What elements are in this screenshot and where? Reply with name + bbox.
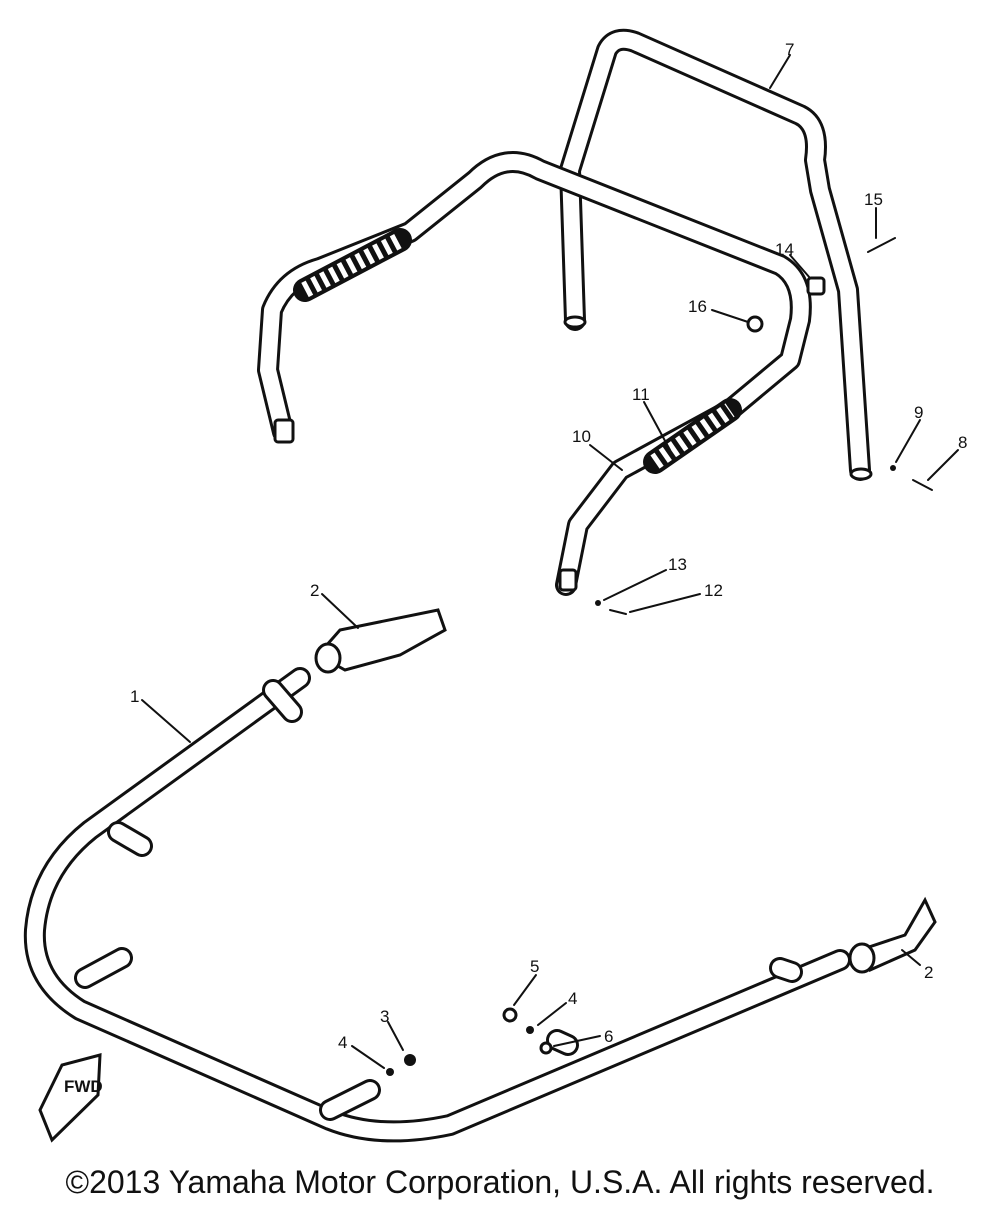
main-frame-tube [23,667,851,1143]
callout-1: 1 [130,687,139,706]
callout-13: 13 [668,555,687,574]
washer-6 [539,1041,553,1055]
nut-5 [502,1007,518,1023]
nut-3 [404,1054,416,1066]
fwd-label: FWD [64,1077,103,1096]
leader-lines [141,54,959,1069]
callout-14: 14 [775,240,794,259]
copyright-notice: ©2013 Yamaha Motor Corporation, U.S.A. A… [65,1164,935,1200]
callout-10: 10 [572,427,591,446]
nut-16 [746,315,764,333]
callout-3: 3 [380,1007,389,1026]
grip-left [293,228,412,302]
callout-numbers: 1 2 2 3 4 4 5 6 7 8 9 10 11 12 13 14 15 … [130,40,967,1052]
bolt-12 [609,609,627,615]
end-cap-lower [848,896,937,974]
washer-13 [595,600,601,606]
callout-6: 6 [604,1027,613,1046]
washer-4b [526,1026,534,1034]
callout-12: 12 [704,581,723,600]
bolt-15 [867,237,896,253]
callout-16: 16 [688,297,707,316]
callout-15: 15 [864,190,883,209]
callout-2-lower: 2 [924,963,933,982]
callout-2-upper: 2 [310,581,319,600]
callout-11: 11 [632,385,650,404]
callout-7: 7 [785,40,794,59]
bracket-14 [806,276,826,296]
callout-4-right: 4 [568,989,577,1008]
grab-handle-tube [257,151,812,596]
end-cap-upper [314,608,447,674]
callout-4-left: 4 [338,1033,347,1052]
callout-9: 9 [914,403,923,422]
callout-5: 5 [530,957,539,976]
fwd-mark: FWD [38,1053,103,1143]
grip-right [643,398,742,474]
washer-9 [890,465,896,471]
callout-8: 8 [958,433,967,452]
rear-loop-tube [559,28,873,481]
bolt-8 [912,479,933,491]
washer-4a [386,1068,394,1076]
